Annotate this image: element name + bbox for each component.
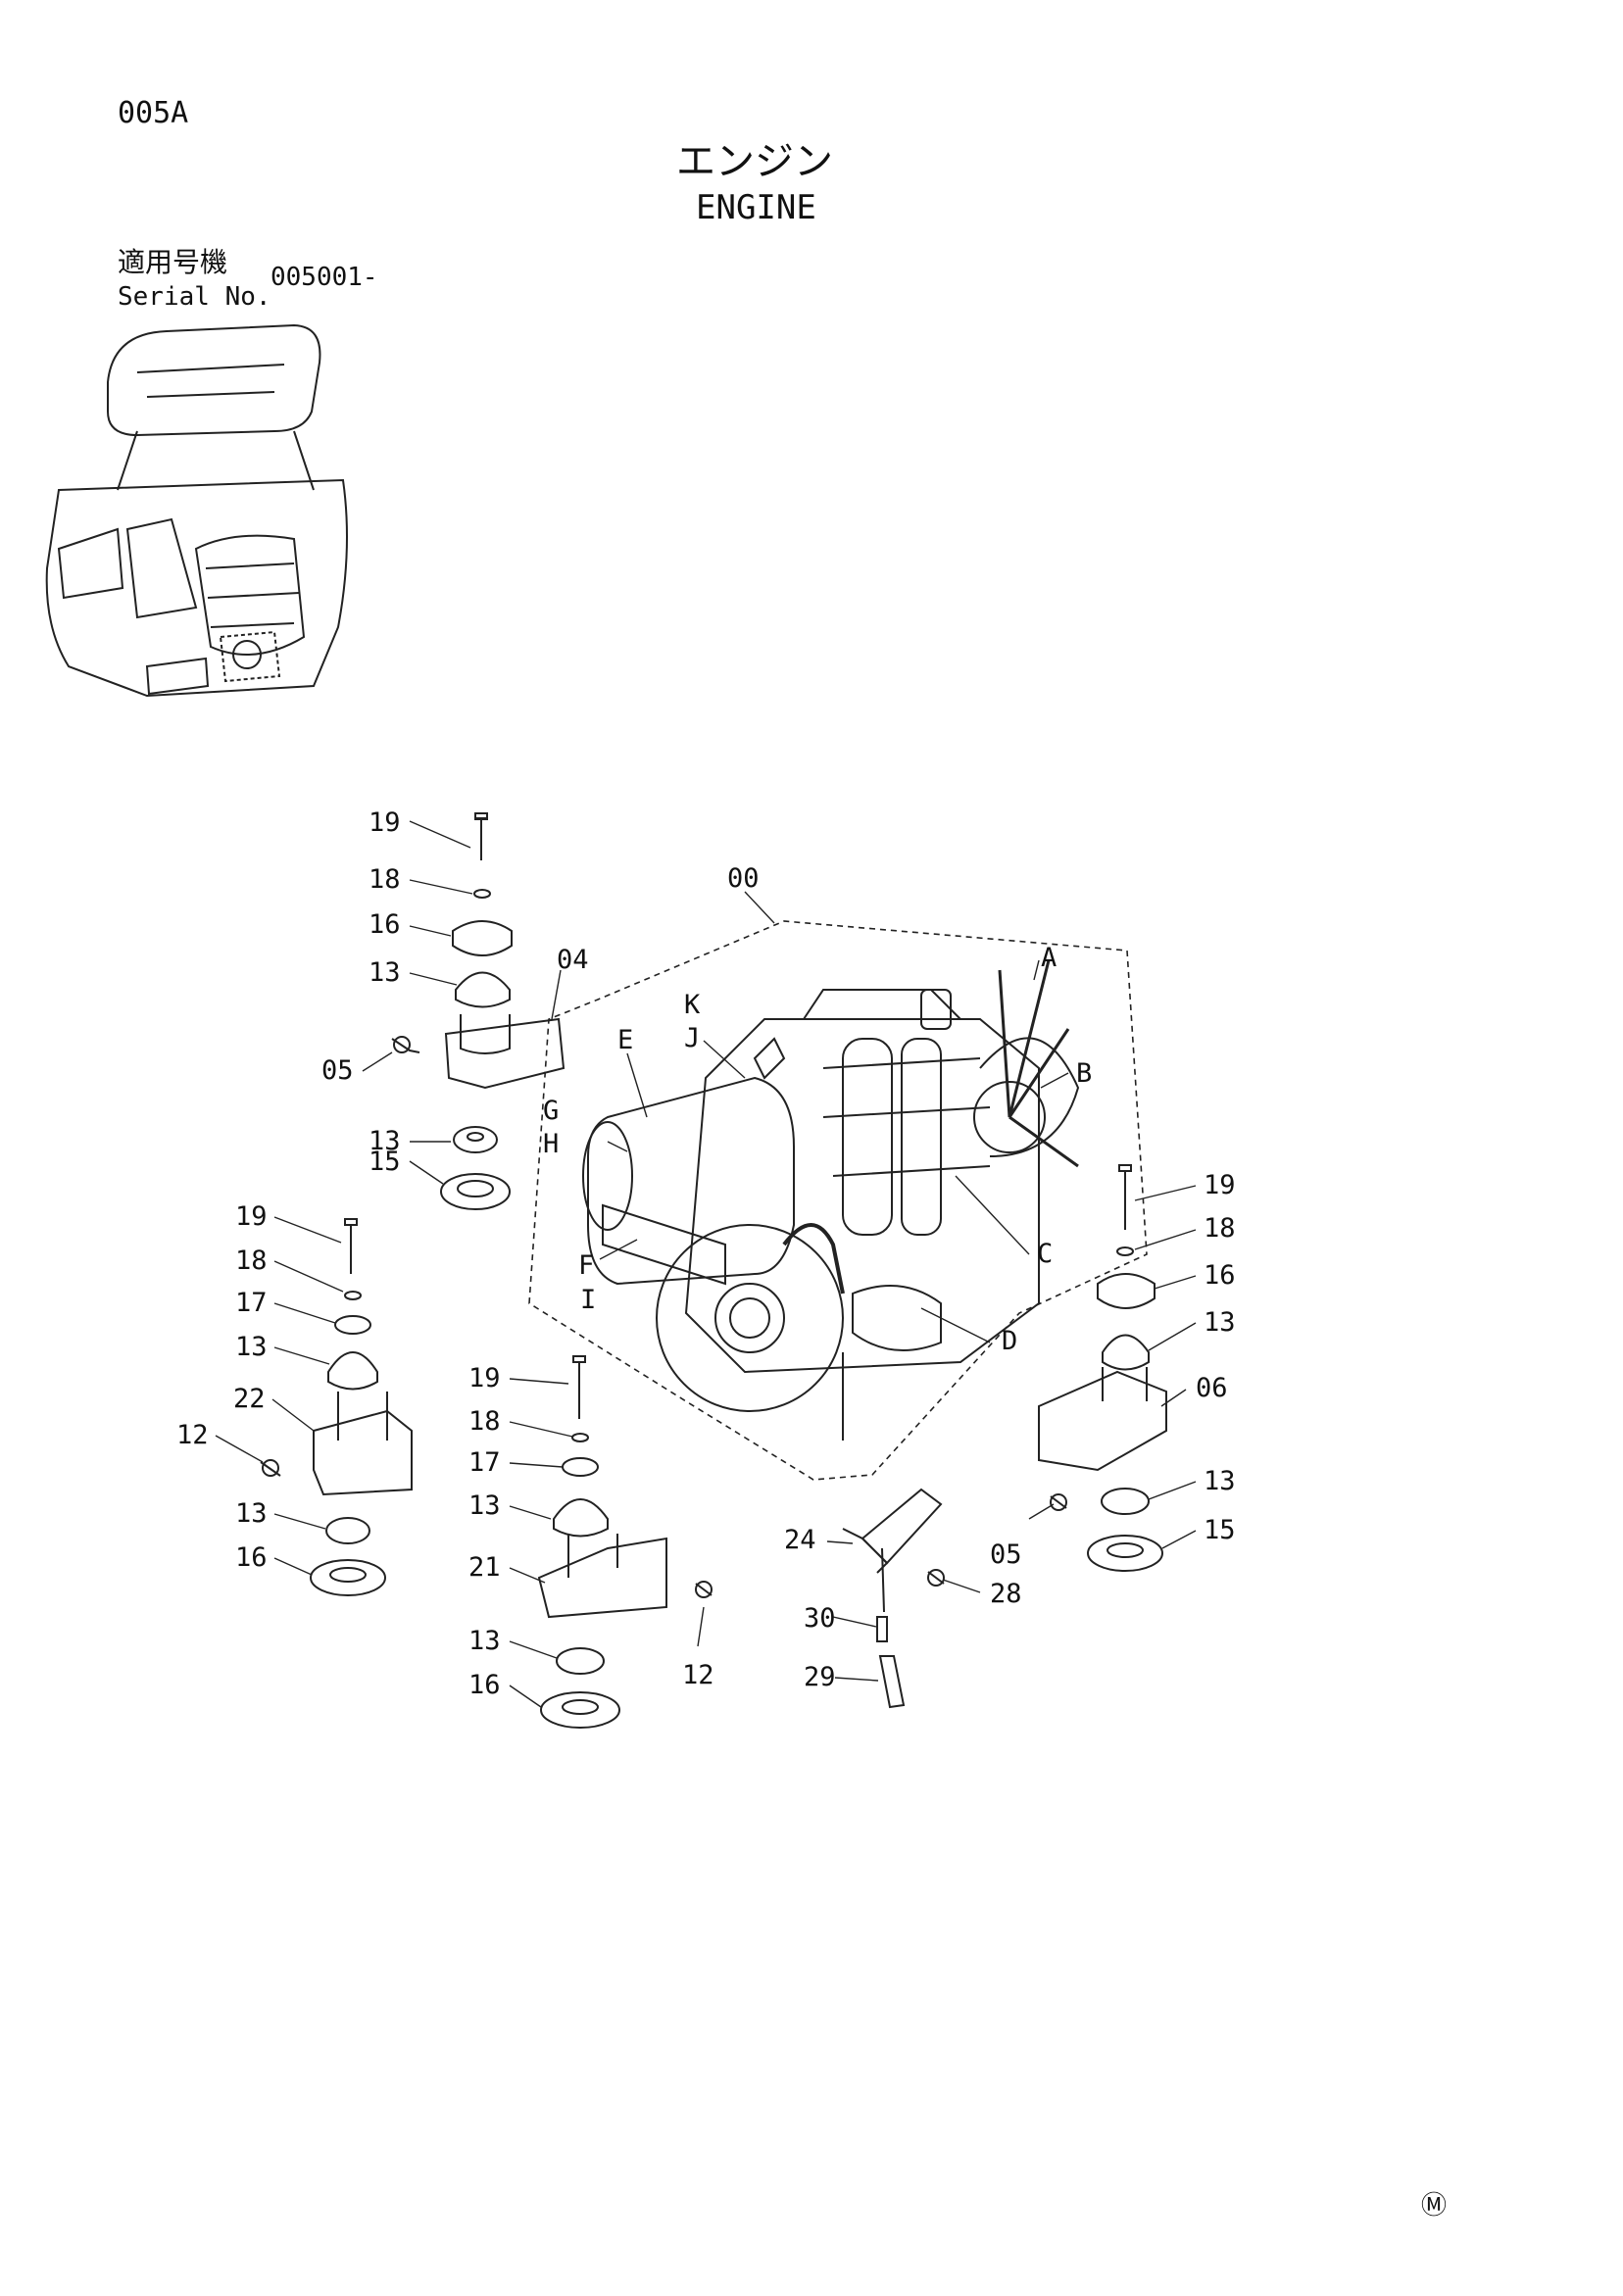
mount-stack-center-bottom xyxy=(537,1355,713,1729)
callout-left-top-16: 16 xyxy=(369,909,401,940)
page-code: 005A xyxy=(118,96,189,130)
page-title: ENGINE xyxy=(696,188,816,227)
serial-label-japanese: 適用号機 xyxy=(118,246,228,278)
mount-stack-left-top xyxy=(391,812,566,1210)
callout-left-top-04: 04 xyxy=(557,945,589,975)
callout-engine-C: C xyxy=(1037,1239,1053,1269)
callout-part-28: 28 xyxy=(990,1579,1022,1609)
serial-number: 005001- xyxy=(270,263,378,292)
serial-label: Serial No. xyxy=(118,282,271,312)
callout-center-21: 21 xyxy=(468,1552,501,1583)
mount-stack-right xyxy=(1038,1164,1167,1572)
engine-assembly-boundary xyxy=(528,920,1148,1481)
callout-right-13: 13 xyxy=(1204,1307,1236,1338)
callout-engine-E: E xyxy=(617,1025,633,1055)
callout-right-16: 16 xyxy=(1204,1260,1236,1291)
engine-illustration xyxy=(582,959,1080,1441)
callout-engine-B: B xyxy=(1076,1058,1092,1089)
callout-part-29: 29 xyxy=(804,1662,836,1692)
callout-engine-00: 00 xyxy=(727,863,760,894)
callout-center-17: 17 xyxy=(468,1447,501,1478)
callout-center-12: 12 xyxy=(682,1660,714,1690)
callout-center-13b: 13 xyxy=(468,1626,501,1656)
callout-left-top-19: 19 xyxy=(369,807,401,838)
callout-left-bottom-17: 17 xyxy=(235,1288,268,1318)
machine-overview-illustration xyxy=(45,323,348,698)
callout-center-16: 16 xyxy=(468,1670,501,1700)
dipstick-bracket-parts xyxy=(842,1488,945,1709)
callout-right-05: 05 xyxy=(990,1539,1022,1570)
callout-engine-A: A xyxy=(1041,943,1057,973)
page-title-japanese: エンジン xyxy=(676,139,833,184)
callout-left-top-05: 05 xyxy=(321,1055,354,1086)
mount-stack-left-bottom xyxy=(260,1218,413,1596)
callout-left-bottom-22: 22 xyxy=(233,1384,266,1414)
callout-center-13: 13 xyxy=(468,1490,501,1521)
callout-engine-D: D xyxy=(1002,1326,1017,1356)
callout-engine-I: I xyxy=(580,1285,596,1315)
callout-engine-J: J xyxy=(684,1023,700,1053)
callout-right-13b: 13 xyxy=(1204,1466,1236,1496)
callout-part-30: 30 xyxy=(804,1603,836,1634)
callout-right-18: 18 xyxy=(1204,1213,1236,1244)
callout-left-bottom-12: 12 xyxy=(176,1420,209,1450)
callout-left-bottom-19: 19 xyxy=(235,1201,268,1232)
callout-center-19: 19 xyxy=(468,1363,501,1393)
callout-center-18: 18 xyxy=(468,1406,501,1437)
callout-engine-K: K xyxy=(684,990,701,1020)
callout-part-24: 24 xyxy=(784,1525,816,1555)
callout-left-top-13: 13 xyxy=(369,957,401,988)
callout-right-19: 19 xyxy=(1204,1170,1236,1200)
callout-right-06: 06 xyxy=(1196,1373,1228,1403)
manufacturer-mark: Ⓜ xyxy=(1421,2191,1448,2221)
leader-lines xyxy=(215,820,1197,1708)
callout-left-top-15: 15 xyxy=(369,1147,401,1177)
callout-left-bottom-18: 18 xyxy=(235,1246,268,1276)
callout-left-top-13b: 13 xyxy=(369,1126,401,1156)
callout-left-bottom-13b: 13 xyxy=(235,1498,268,1529)
callout-engine-H: H xyxy=(543,1129,559,1159)
callout-engine-F: F xyxy=(578,1250,594,1281)
callout-left-bottom-13: 13 xyxy=(235,1332,268,1362)
callout-left-bottom-16: 16 xyxy=(235,1542,268,1573)
callout-right-15: 15 xyxy=(1204,1515,1236,1545)
callout-left-top-18: 18 xyxy=(369,864,401,895)
callout-engine-G: G xyxy=(543,1096,559,1126)
